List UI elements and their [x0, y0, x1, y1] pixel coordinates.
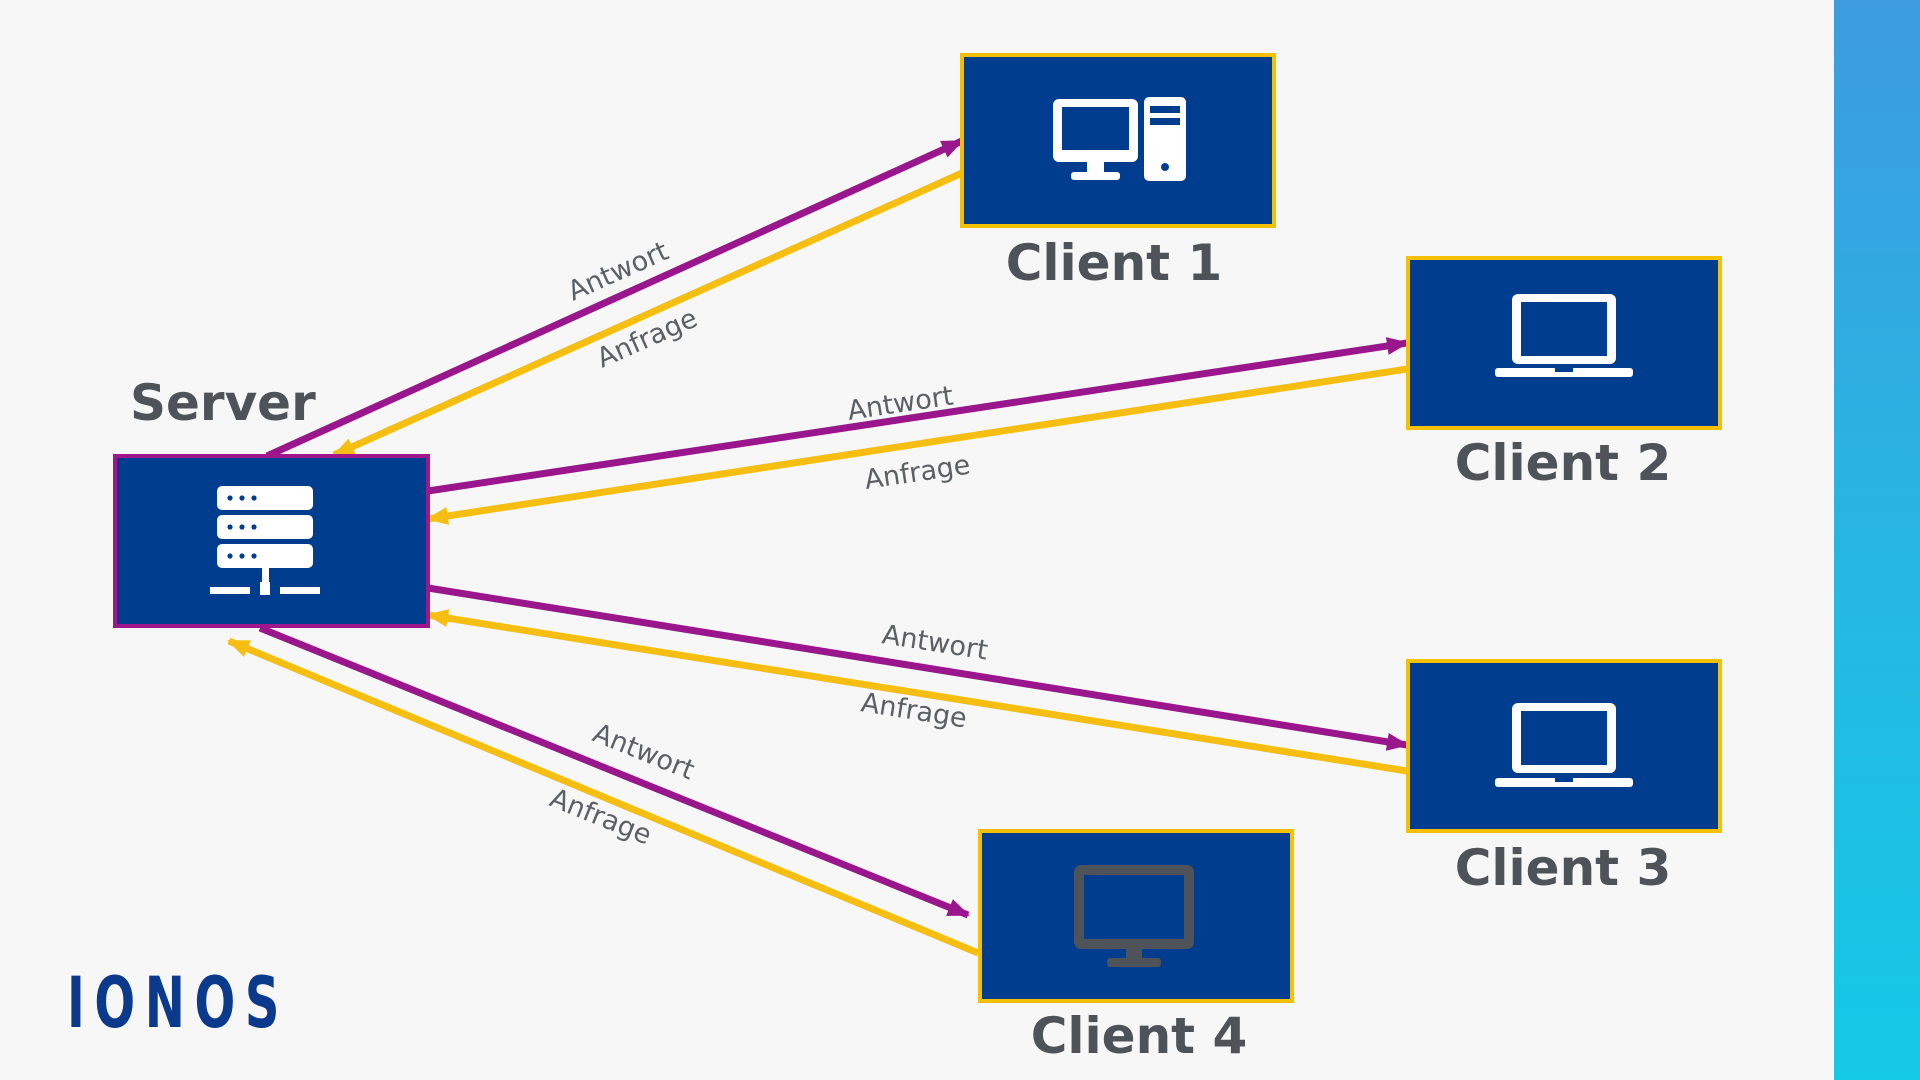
ionos-logo: IONOS	[67, 962, 289, 1044]
side-accent-band	[1834, 0, 1920, 1080]
request-arrow-client-2	[426, 365, 1408, 525]
client-4-label: Client 4	[1031, 1007, 1248, 1065]
edge-label-response-3: Antwort	[880, 619, 990, 666]
edge-label-request-3: Anfrage	[859, 687, 969, 734]
laptop-icon	[1495, 703, 1633, 787]
response-arrow-client-2	[427, 337, 1409, 495]
client-1-label: Client 1	[1006, 234, 1223, 292]
client-3-node	[1406, 659, 1722, 833]
request-arrow-client-3	[426, 609, 1408, 775]
client-4-node	[978, 829, 1294, 1003]
client-1-node	[960, 53, 1276, 228]
response-arrow-client-1	[265, 137, 964, 460]
monitor-icon	[1074, 865, 1194, 967]
laptop-icon	[1495, 294, 1633, 377]
request-arrow-client-4	[227, 637, 980, 957]
server-node	[113, 454, 430, 628]
client-3-label: Client 3	[1455, 839, 1672, 897]
desktop-tower-icon	[1053, 97, 1186, 181]
request-arrow-client-1	[332, 169, 964, 459]
server-rack-icon	[210, 486, 320, 595]
edge-label-response-4: Antwort	[588, 718, 698, 787]
response-arrow-client-3	[427, 584, 1409, 751]
server-label: Server	[130, 374, 316, 432]
client-2-node	[1406, 256, 1722, 430]
response-arrow-client-4	[258, 624, 970, 919]
client-2-label: Client 2	[1455, 434, 1672, 492]
edge-label-request-2: Anfrage	[862, 450, 972, 496]
